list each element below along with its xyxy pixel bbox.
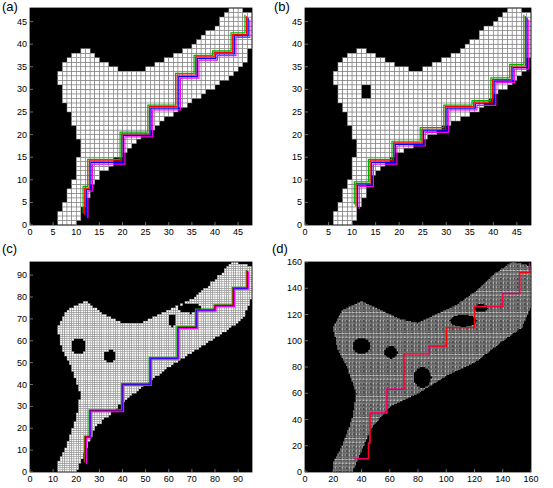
figure: (a)051015202530354045051015202530354045(…: [0, 0, 553, 488]
